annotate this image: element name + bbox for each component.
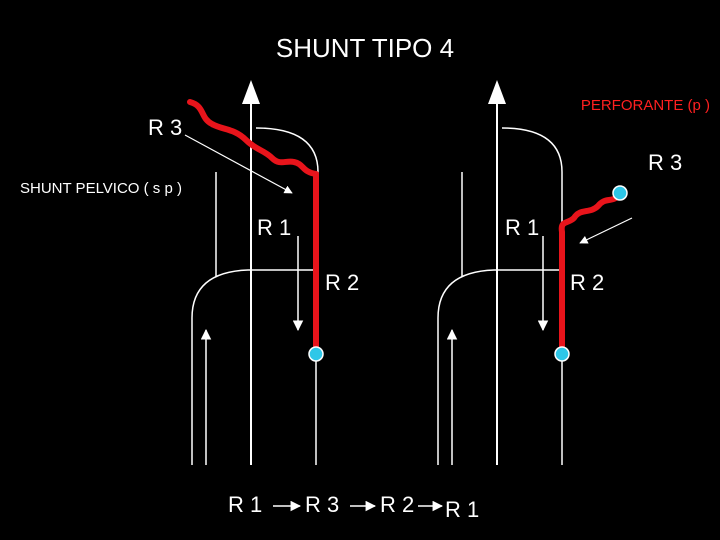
left-r3-label: R 3	[148, 115, 182, 140]
right-limb-diagram	[437, 80, 633, 465]
sequence-step-1: R 1	[228, 492, 262, 517]
left-main-vein-arrowhead	[242, 80, 260, 104]
right-shunt-vein	[558, 191, 623, 357]
right-upper-arch	[501, 127, 563, 272]
left-upper-arch	[255, 127, 319, 272]
left-lower-arch	[191, 269, 318, 465]
left-limb-diagram	[184, 80, 324, 465]
flow-sequence: R 1 R 3 R 2 R 1	[228, 492, 479, 522]
left-shunt-vein	[187, 99, 319, 357]
shunt-pelvico-label: SHUNT PELVICO ( s p )	[20, 180, 182, 197]
slide-title: SHUNT TIPO 4	[276, 33, 454, 63]
sequence-step-2: R 3	[305, 492, 339, 517]
shunt-pelvico-pointer-arrow	[184, 134, 293, 194]
right-main-vein-arrowhead	[488, 80, 506, 104]
right-r1-label: R 1	[505, 215, 539, 240]
perforante-label: PERFORANTE (p )	[581, 97, 710, 114]
left-r2-label: R 2	[325, 270, 359, 295]
right-junction-dot	[554, 346, 570, 362]
sequence-step-3: R 2	[380, 492, 414, 517]
left-r1-label: R 1	[257, 215, 291, 240]
right-r3-label: R 3	[648, 150, 682, 175]
perforator-origin-dot	[612, 185, 628, 201]
left-junction-dot	[308, 346, 324, 362]
right-lower-arch	[437, 269, 562, 465]
perforante-pointer-arrow	[579, 217, 633, 244]
sequence-step-4: R 1	[445, 497, 479, 522]
right-r2-label: R 2	[570, 270, 604, 295]
